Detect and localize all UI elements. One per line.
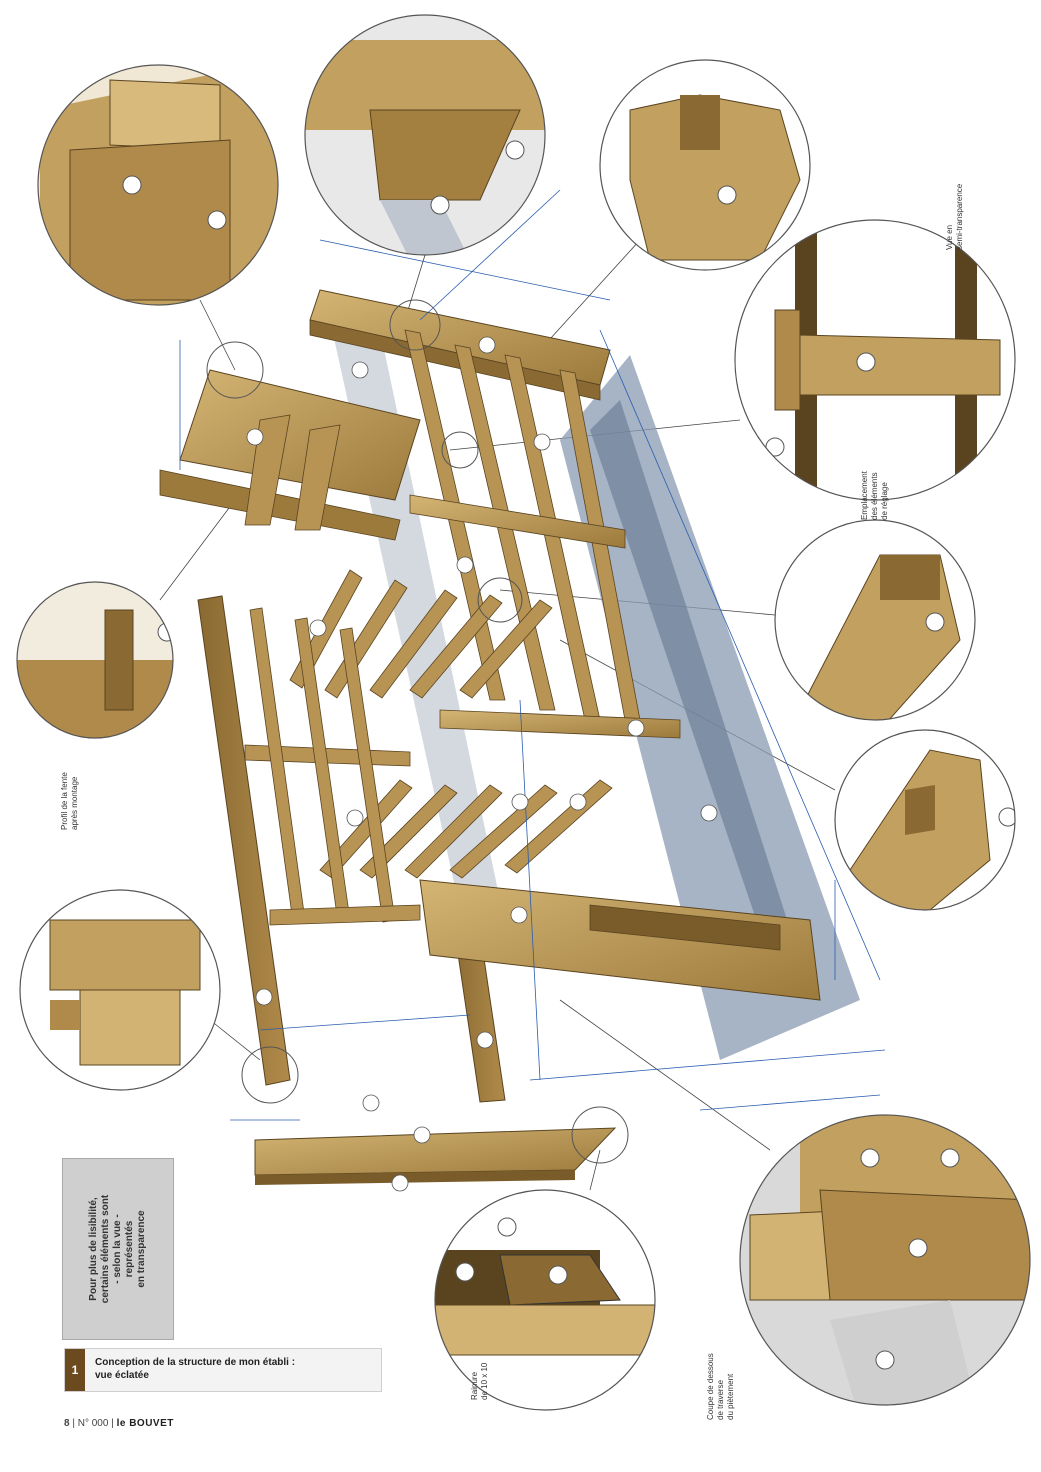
profile-left-note: Profil de la fente après montage [60,772,80,830]
bottom-board [254,1127,617,1185]
right-mid-line-2: des éléments [870,472,879,520]
top-rail [309,289,611,401]
right-top-note: Vue en semi-transparence [945,184,965,250]
profile-bottom-line-1: Rainure [470,1371,479,1400]
right-mid-line-1: Emplacement [860,471,869,520]
right-mid-line-3: de réglage [880,482,889,520]
transparency-note-text: Pour plus de lisibilité, certains élémen… [88,1164,148,1334]
profile-bottom-note: Rainure de 10 x 10 [470,1363,490,1400]
magnifier-rings [206,299,629,1164]
footer-separator-2: | [111,1418,117,1429]
detail-circle-10 [739,1114,1031,1406]
detail-circle-2 [304,14,546,256]
figure-number: 1 [65,1349,85,1391]
detail-circle-7 [834,729,1016,911]
issue-number: N° 000 [77,1418,109,1429]
right-top-line-1: Vue en [945,224,954,250]
left-post [197,595,291,1086]
left-frame-slats [249,607,421,926]
right-mid-note: Emplacement des éléments de réglage [860,471,890,520]
crossbar-upper [409,494,626,549]
dimension-lines [179,189,886,1121]
detail-circle-9 [434,1189,656,1411]
magazine-name: le BOUVET [116,1418,174,1429]
profile-left-line-2: après montage [70,776,79,830]
part-markers [246,336,718,1192]
upper-left-frame [159,369,421,541]
caption-line-1: Conception de la structure de mon établi… [95,1357,296,1368]
detail-circle-1 [37,64,279,306]
detail-circle-8 [19,889,221,1091]
detail-circle-4 [734,219,1016,501]
right-top-line-2: semi-transparence [955,183,964,250]
note-line-2: certains éléments sont [100,1194,111,1304]
page-footer: 8 | N° 000 | le BOUVET [64,1418,174,1429]
right-bottom-line-3: du piètement [726,1373,735,1420]
page-number: 8 [64,1418,70,1429]
right-bottom-note: Coupe de dessous de traverse du piètemen… [706,1353,736,1420]
footer-separator: | [72,1418,78,1429]
figure-caption: 1 Conception de la structure de mon étab… [64,1348,382,1392]
right-bottom-line-2: de traverse [716,1379,725,1420]
note-line-3: - selon la vue - [112,1214,123,1284]
detail-circle-6 [774,519,976,721]
detail-circle-5 [16,581,174,739]
right-bottom-line-1: Coupe de dessous [706,1353,715,1420]
detail-circle-3 [599,59,811,271]
back-panel-stripe [590,400,800,975]
caption-line-2: vue éclatée [95,1370,149,1381]
note-line-5: en transparence [136,1210,147,1288]
figure-caption-text: Conception de la structure de mon établi… [95,1356,375,1382]
transparency-note-box: Pour plus de lisibilité, certains élémen… [62,1158,174,1340]
note-line-1: Pour plus de lisibilité, [88,1197,99,1301]
note-line-4: représentés [124,1220,135,1278]
profile-left-line-1: Profil de la fente [60,772,69,830]
profile-bottom-line-2: de 10 x 10 [480,1362,489,1400]
